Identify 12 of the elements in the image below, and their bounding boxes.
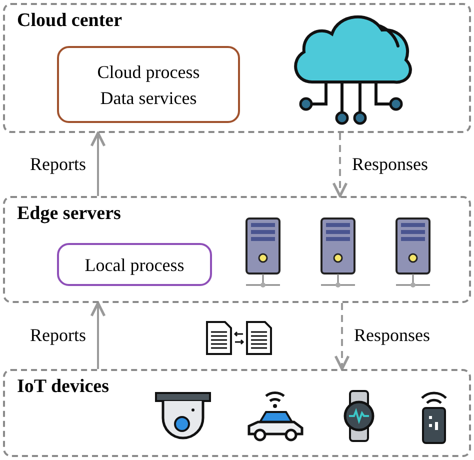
layer-title: IoT devices	[17, 375, 110, 399]
layer-title: Edge servers	[17, 202, 121, 226]
arrow	[90, 302, 106, 369]
arrow	[90, 132, 106, 196]
arrow	[334, 303, 350, 370]
process-box	[57, 46, 240, 123]
process-box	[57, 243, 212, 286]
layer-title: Cloud center	[17, 9, 122, 33]
arrow	[332, 133, 348, 198]
process-label: Local process	[84, 254, 184, 277]
process-label: Data services	[100, 86, 197, 110]
process-label: Cloud process	[97, 60, 200, 84]
